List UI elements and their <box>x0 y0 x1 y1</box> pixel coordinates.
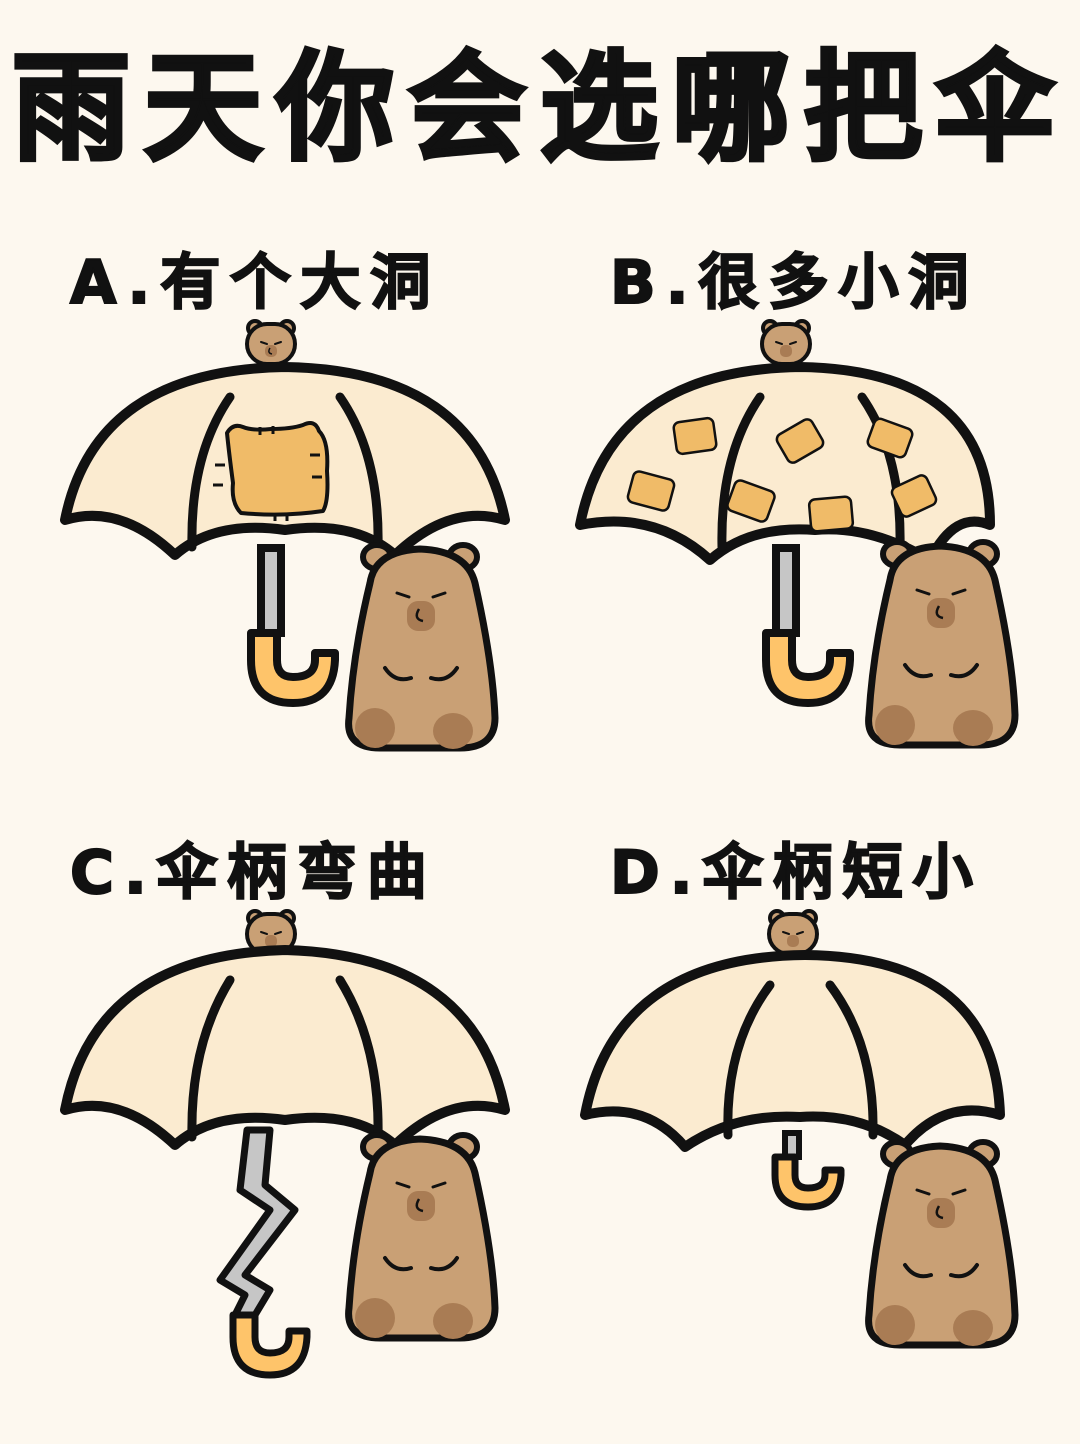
small-capybara-head-icon <box>767 909 819 956</box>
small-capybara-head-icon <box>245 319 297 366</box>
option-d-label[interactable]: D.伞柄短小 <box>609 837 983 909</box>
option-b-label[interactable]: B.很多小洞 <box>609 247 979 319</box>
small-capybara-head-icon <box>760 319 812 366</box>
capybara-icon <box>865 539 1019 749</box>
umbrella-handle <box>247 629 339 707</box>
option-c-label[interactable]: C.伞柄弯曲 <box>69 837 437 909</box>
umbrella-handle <box>762 629 854 707</box>
option-c-illustration[interactable] <box>55 905 515 1405</box>
capybara-icon <box>865 1139 1019 1349</box>
capybara-icon <box>345 1132 499 1342</box>
option-a-label[interactable]: A.有个大洞 <box>69 247 441 319</box>
umbrella-handle <box>771 1153 845 1211</box>
capybara-icon <box>345 542 499 752</box>
large-hole-patch-icon <box>213 421 330 521</box>
umbrella-canopy <box>575 362 995 565</box>
option-a-illustration[interactable] <box>55 315 515 760</box>
option-b-illustration[interactable] <box>570 315 1030 760</box>
small-hole-patches-icon <box>626 416 938 533</box>
page-title: 雨天你会选哪把伞 <box>10 37 1068 179</box>
umbrella-canopy <box>580 950 1005 1152</box>
option-d-illustration[interactable] <box>575 905 1035 1350</box>
umbrella-canopy <box>60 945 510 1150</box>
bent-shaft <box>216 1126 299 1319</box>
umbrella-handle <box>229 1311 311 1379</box>
